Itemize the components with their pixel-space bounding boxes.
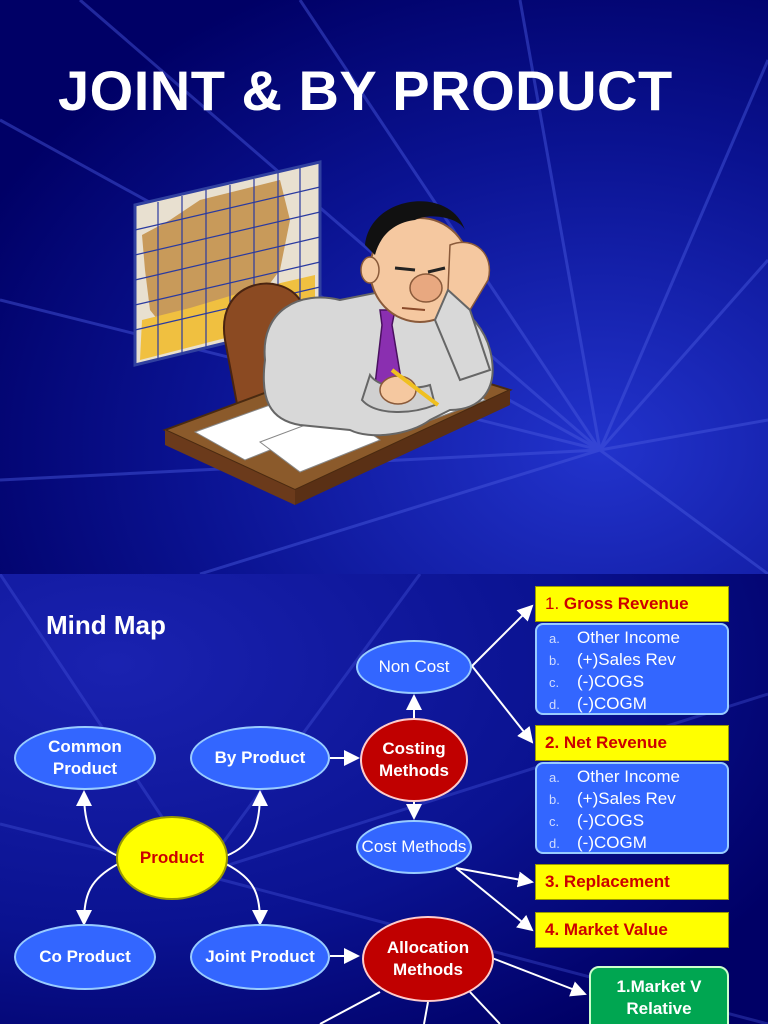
- list-marker: b.: [549, 791, 560, 807]
- joint-product-node[interactable]: Joint Product: [190, 924, 330, 990]
- list-item: a. Other Income: [537, 766, 727, 788]
- replacement-number: 3.: [545, 872, 560, 891]
- market-v-relative-box[interactable]: 1.Market V Relative: [589, 966, 729, 1024]
- gross-revenue-number: 1.: [545, 594, 560, 613]
- list-item: d. (-)COGM: [537, 832, 727, 854]
- list-text: (+)Sales Rev: [577, 789, 676, 808]
- list-text: Other Income: [577, 767, 680, 786]
- title-slide: JOINT & BY PRODUCT: [0, 0, 768, 574]
- net-revenue-label: Net Revenue: [563, 733, 667, 752]
- list-item: a. Other Income: [537, 627, 727, 649]
- non-cost-node[interactable]: Non Cost: [356, 640, 472, 694]
- list-marker: c.: [549, 813, 560, 829]
- market-value-number: 4.: [545, 920, 560, 939]
- gross-revenue-label: Gross Revenue: [563, 594, 689, 613]
- list-text: (-)COGM: [577, 833, 647, 852]
- list-marker: c.: [549, 674, 560, 690]
- list-item: b. (+)Sales Rev: [537, 788, 727, 810]
- list-item: b. (+)Sales Rev: [537, 649, 727, 671]
- slide-title: JOINT & BY PRODUCT: [58, 59, 673, 122]
- businessman-illustration: [133, 160, 513, 505]
- replacement-box[interactable]: 3. Replacement: [535, 864, 729, 900]
- net-revenue-number: 2.: [545, 733, 560, 752]
- gross-revenue-box[interactable]: 1. Gross Revenue: [535, 586, 729, 622]
- list-marker: a.: [549, 630, 560, 646]
- list-text: Other Income: [577, 628, 680, 647]
- mind-map-title: Mind Map: [46, 610, 166, 640]
- net-revenue-list: a.Other Income b.(+)Sales Rev c.(-)COGS …: [535, 762, 729, 854]
- cost-methods-node[interactable]: Cost Methods: [356, 820, 472, 874]
- costing-methods-node[interactable]: Costing Methods: [360, 718, 468, 802]
- list-item: c. (-)COGS: [537, 810, 727, 832]
- co-product-node[interactable]: Co Product: [14, 924, 156, 990]
- gross-revenue-list: a.Other Income b.(+)Sales Rev c.(-)COGS …: [535, 623, 729, 715]
- common-product-node[interactable]: Common Product: [14, 726, 156, 790]
- market-value-label: Market Value: [563, 920, 668, 939]
- list-item: d. (-)COGM: [537, 693, 727, 715]
- list-text: (-)COGS: [577, 811, 645, 830]
- allocation-methods-node[interactable]: Allocation Methods: [362, 916, 494, 1002]
- list-text: (-)COGM: [577, 694, 647, 713]
- replacement-label: Replacement: [563, 872, 670, 891]
- market-value-box[interactable]: 4. Market Value: [535, 912, 729, 948]
- slide-background: [0, 0, 768, 574]
- list-marker: d.: [549, 835, 560, 851]
- list-marker: d.: [549, 696, 560, 712]
- list-item: c. (-)COGS: [537, 671, 727, 693]
- product-node[interactable]: Product: [116, 816, 228, 900]
- list-marker: b.: [549, 652, 560, 668]
- list-marker: a.: [549, 769, 560, 785]
- mind-map-slide: Mind Map Common Product By: [0, 574, 768, 1024]
- list-text: (-)COGS: [577, 672, 645, 691]
- net-revenue-box[interactable]: 2. Net Revenue: [535, 725, 729, 761]
- by-product-node[interactable]: By Product: [190, 726, 330, 790]
- list-text: (+)Sales Rev: [577, 650, 676, 669]
